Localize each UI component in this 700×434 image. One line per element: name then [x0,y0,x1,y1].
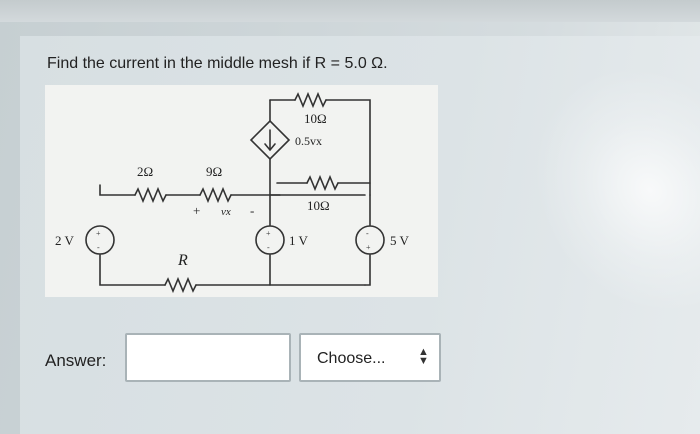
wire-left-bottom [99,254,166,286]
wire-left-top [99,184,136,196]
label-vx: vx [221,206,231,218]
updown-arrows-icon: ▲▼ [418,346,429,367]
question-text: Find the current in the middle mesh if R… [47,55,388,72]
units-select[interactable]: Choose... ▲▼ [299,333,441,382]
circuit-svg: + - + - - + 2 V 2Ω 9Ω + vx - R 10Ω 0.5vx… [55,91,410,294]
svg-text:+: + [266,229,271,238]
resistor-10ohm-mid [306,174,339,192]
label-2ohm: 2Ω [137,164,153,179]
resistor-10ohm-top [294,91,327,109]
answer-input[interactable] [125,333,291,382]
svg-text:-: - [267,243,270,252]
circuit-diagram: + - + - - + 2 V 2Ω 9Ω + vx - R 10Ω 0.5vx… [45,85,438,297]
voltage-source-2v [85,225,115,255]
label-5v: 5 V [390,233,410,248]
resistor-2ohm [134,186,167,204]
label-10ohm-mid: 10Ω [307,198,330,213]
label-vx-plus: + [193,203,200,218]
answer-label: Answer: [45,351,107,370]
src-minus: - [97,243,100,252]
label-vx-minus: - [250,203,254,218]
label-R: R [177,252,188,269]
label-10ohm-top: 10Ω [304,111,327,126]
svg-text:-: - [366,229,369,238]
svg-text:+: + [366,243,371,252]
label-2v: 2 V [55,233,75,248]
resistor-9ohm [199,186,232,204]
voltage-source-5v [355,225,385,255]
voltage-source-1v [255,225,285,255]
src-plus: + [96,229,101,238]
resistor-R [164,276,197,294]
label-1v: 1 V [289,233,309,248]
top-band [0,0,700,22]
units-select-value: Choose... [317,350,386,367]
dependent-current-source [249,119,291,161]
label-0.5vx: 0.5vx [295,134,322,148]
label-9ohm: 9Ω [206,164,222,179]
